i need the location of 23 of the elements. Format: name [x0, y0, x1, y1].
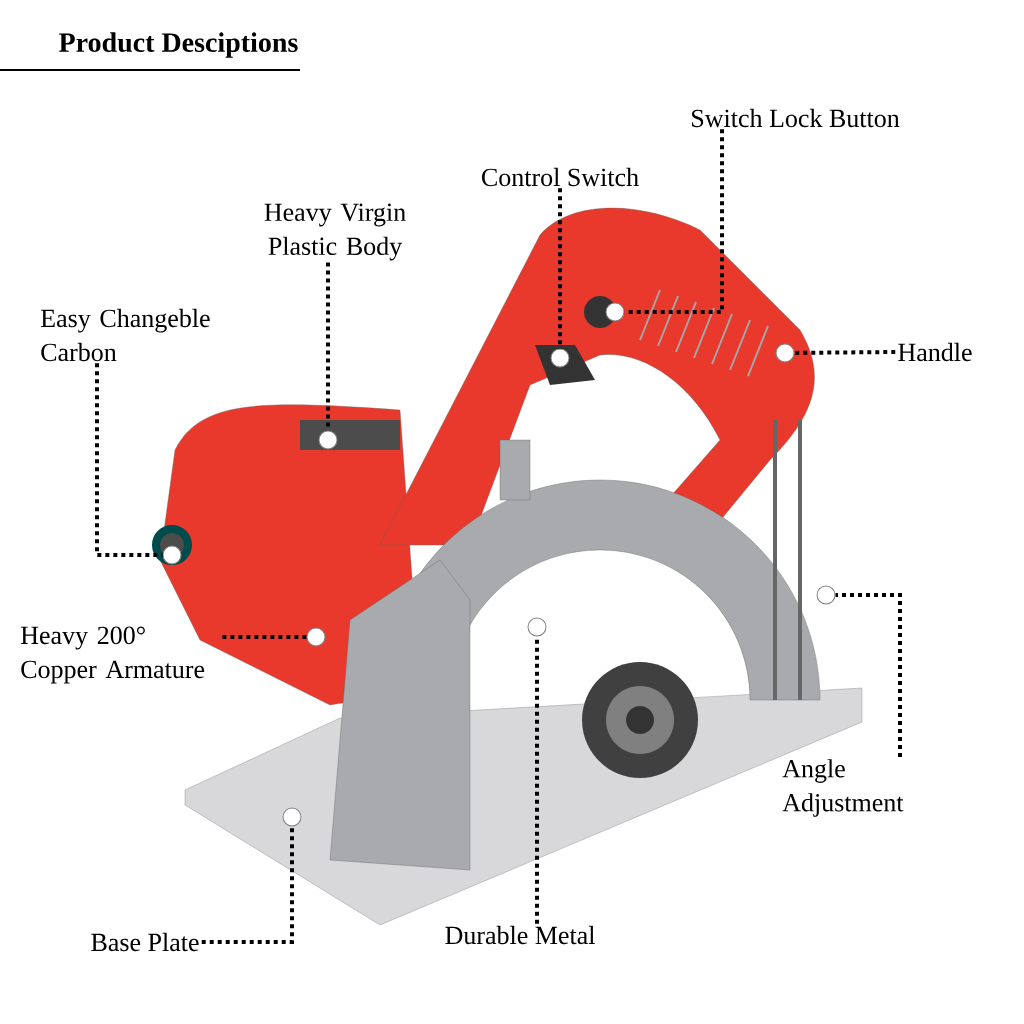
marker-dot — [605, 302, 625, 322]
part-label: Switch Lock Button — [692, 108, 900, 128]
marker-dot — [162, 545, 182, 565]
marker-dot — [282, 807, 302, 827]
leader-line — [95, 363, 163, 557]
leader-line — [222, 635, 307, 639]
part-label: Heavy 200° Copper Armature — [20, 626, 205, 684]
leader-line — [201, 826, 294, 944]
marker-dot — [527, 617, 547, 637]
marker-dot — [550, 348, 570, 368]
marker-dot — [816, 585, 836, 605]
leader-line — [835, 593, 902, 757]
part-label: Durable Metal — [445, 925, 595, 945]
part-label: Control Switch — [482, 167, 639, 187]
part-label: Angle Adjustment — [782, 759, 904, 817]
marker-dot — [318, 430, 338, 450]
part-label: Easy Changeble Carbon — [40, 308, 210, 362]
title: Product Desciptions — [59, 32, 298, 58]
part-label: Handle — [898, 342, 972, 362]
part-label: Heavy Virgin Plastic Body — [264, 203, 406, 261]
marker-dot — [775, 343, 795, 363]
part-label: Base Plate — [91, 932, 199, 952]
marker-dot — [306, 627, 326, 647]
